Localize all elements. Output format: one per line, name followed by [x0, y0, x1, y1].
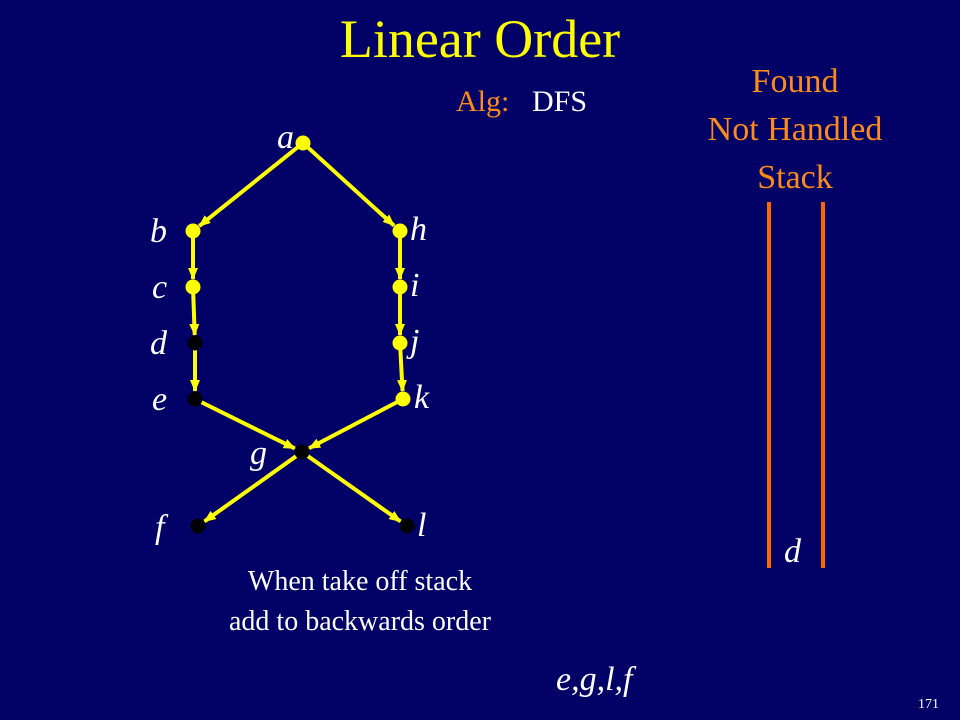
edge-a-b: [197, 145, 299, 228]
node-label-i: i: [410, 267, 420, 304]
edge-j-k: [396, 349, 407, 393]
edge-layer: [188, 145, 407, 524]
edge-g-l: [306, 454, 402, 524]
node-label-d: d: [150, 325, 167, 362]
node-label-h: h: [410, 211, 427, 248]
node-label-g: g: [250, 435, 267, 472]
node-c: [185, 279, 201, 295]
node-label-j: j: [410, 323, 420, 360]
node-l: [399, 518, 415, 534]
instruction-note-line-2: add to backwards order: [228, 606, 491, 637]
edge-e-g: [200, 400, 296, 451]
page-number: 171: [918, 697, 939, 712]
algorithm-value: DFS: [532, 85, 588, 118]
node-label-f: f: [155, 509, 165, 546]
edge-c-d: [189, 293, 200, 337]
edge-a-h: [306, 146, 396, 228]
node-k: [395, 391, 411, 407]
node-a: [295, 135, 311, 151]
node-layer: [185, 135, 415, 534]
instruction-note-line-1: When take off stack: [247, 566, 473, 597]
edge-k-g: [308, 400, 398, 451]
stack-title-line-stack: Stack: [757, 159, 833, 196]
edge-g-f: [203, 454, 298, 523]
node-label-b: b: [150, 213, 167, 250]
instruction-note: When take off stack add to backwards ord…: [150, 562, 570, 642]
stack-title: Found Not Handled Stack: [680, 58, 910, 202]
node-label-k: k: [414, 379, 430, 416]
node-g: [294, 444, 310, 460]
stack-item: d: [784, 533, 801, 570]
slide-title: Linear Order: [339, 9, 621, 69]
node-f: [190, 518, 206, 534]
node-i: [392, 279, 408, 295]
node-d: [187, 335, 203, 351]
node-label-c: c: [152, 269, 168, 306]
stack-title-line-not-handled: Not Handled: [707, 111, 883, 148]
node-e: [187, 391, 203, 407]
stack-title-line-found: Found: [751, 63, 839, 100]
node-b: [185, 223, 201, 239]
algorithm-label: Alg:: [456, 85, 510, 118]
node-h: [392, 223, 408, 239]
linear-order-result: e,g,l,f: [556, 661, 633, 698]
node-j: [392, 335, 408, 351]
node-label-e: e: [152, 381, 168, 418]
node-label-l: l: [417, 507, 427, 544]
node-label-a: a: [277, 119, 294, 156]
